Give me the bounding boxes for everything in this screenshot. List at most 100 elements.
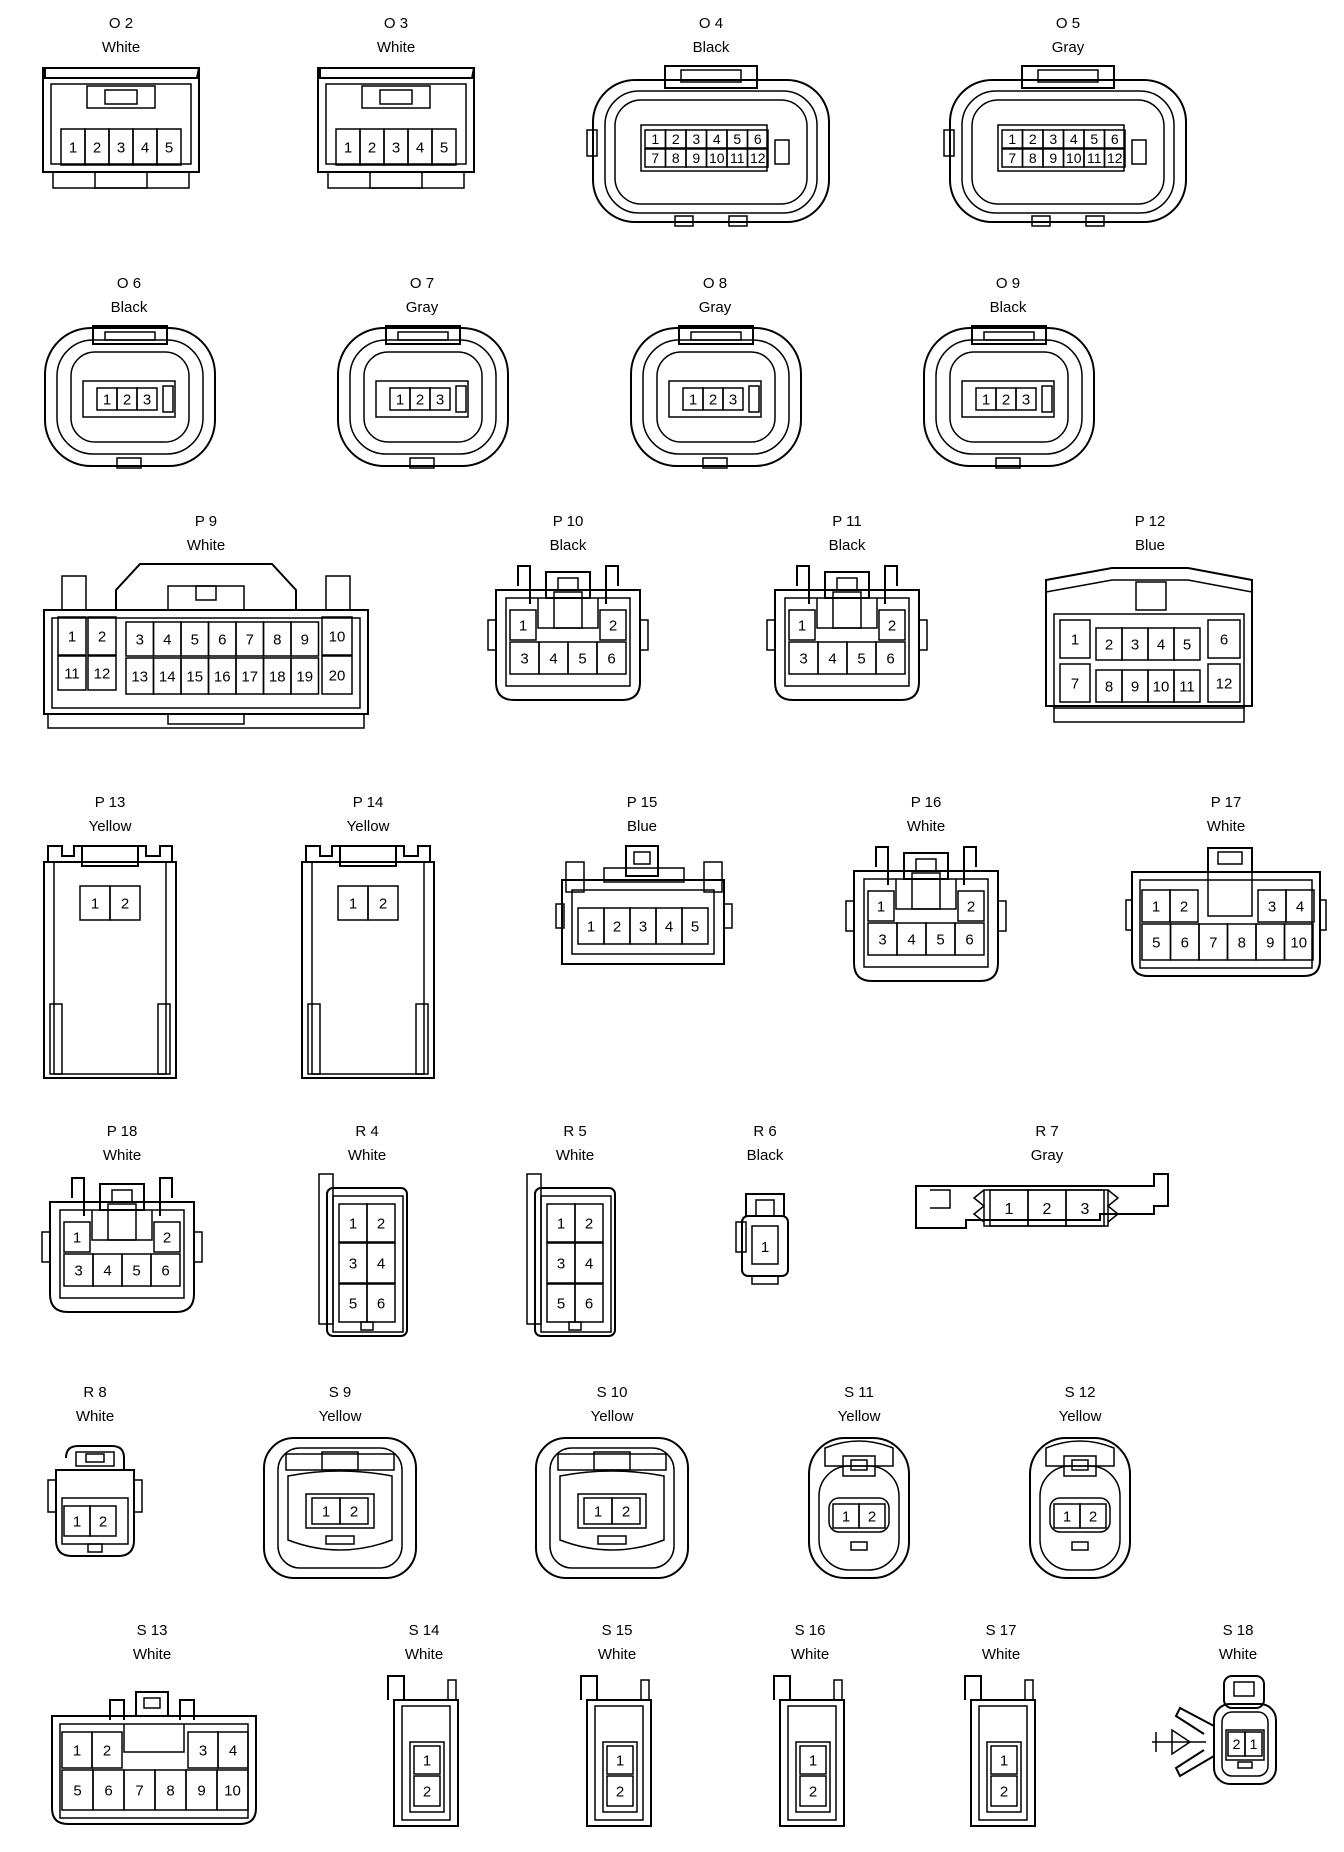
pin-2: 2 xyxy=(616,1783,624,1800)
connector-id: P 17 xyxy=(1211,794,1242,811)
pin-10: 10 xyxy=(1153,678,1170,695)
pin-3: 3 xyxy=(520,650,528,667)
pin-6: 6 xyxy=(1111,131,1119,147)
pin-6: 6 xyxy=(161,1262,169,1279)
pin-14: 14 xyxy=(159,668,176,685)
pin-3: 3 xyxy=(392,139,400,156)
pin-20: 20 xyxy=(329,667,346,684)
pin-1: 1 xyxy=(69,139,77,156)
pin-8: 8 xyxy=(1238,934,1246,951)
pin-4: 4 xyxy=(828,650,836,667)
connector-id: P 18 xyxy=(107,1123,138,1140)
connector-id: S 12 xyxy=(1065,1384,1096,1401)
pin-12: 12 xyxy=(750,150,766,166)
pin-3: 3 xyxy=(1022,391,1030,408)
pin-1: 1 xyxy=(423,1752,431,1769)
pin-9: 9 xyxy=(197,1782,205,1799)
connector-color: Gray xyxy=(1031,1147,1064,1164)
connector-id: S 14 xyxy=(409,1622,440,1639)
pin-8: 8 xyxy=(672,150,680,166)
pin-9: 9 xyxy=(1266,934,1274,951)
pin-5: 5 xyxy=(440,139,448,156)
connector-id: R 8 xyxy=(83,1384,106,1401)
connector-id: R 6 xyxy=(753,1123,776,1140)
pin-1: 1 xyxy=(349,895,357,912)
pin-6: 6 xyxy=(965,931,973,948)
connector-color: Gray xyxy=(406,299,439,316)
pin-6: 6 xyxy=(585,1295,593,1312)
pin-2: 2 xyxy=(622,1503,630,1520)
pin-2: 2 xyxy=(609,617,617,634)
pin-10: 10 xyxy=(1290,934,1307,951)
connector-color: Yellow xyxy=(89,818,132,835)
pin-2: 2 xyxy=(967,898,975,915)
pin-1: 1 xyxy=(842,1508,850,1525)
pin-5: 5 xyxy=(691,918,699,935)
pin-9: 9 xyxy=(692,150,700,166)
pin-9: 9 xyxy=(1131,678,1139,695)
pin-4: 4 xyxy=(549,650,557,667)
pin-5: 5 xyxy=(1090,131,1098,147)
pin-1: 1 xyxy=(587,918,595,935)
connector-id: O 6 xyxy=(117,275,141,292)
pin-2: 2 xyxy=(709,391,717,408)
pin-2: 2 xyxy=(613,918,621,935)
pin-5: 5 xyxy=(73,1782,81,1799)
connector-color: White xyxy=(103,1147,141,1164)
pin-1: 1 xyxy=(1152,898,1160,915)
pin-1: 1 xyxy=(982,391,990,408)
pin-2: 2 xyxy=(672,131,680,147)
pin-19: 19 xyxy=(296,668,313,685)
connector-id: O 5 xyxy=(1056,15,1080,32)
pin-3: 3 xyxy=(799,650,807,667)
pin-4: 4 xyxy=(416,139,424,156)
connector-id: P 12 xyxy=(1135,513,1166,530)
pin-2: 2 xyxy=(121,895,129,912)
pin-2: 2 xyxy=(1043,1201,1052,1218)
connector-color: Gray xyxy=(699,299,732,316)
connector-id: S 11 xyxy=(844,1384,874,1401)
pin-6: 6 xyxy=(754,131,762,147)
pin-8: 8 xyxy=(1029,150,1037,166)
pin-4: 4 xyxy=(1157,636,1165,653)
pin-10: 10 xyxy=(1066,150,1082,166)
pin-1: 1 xyxy=(91,895,99,912)
connector-color: White xyxy=(1219,1646,1257,1663)
pin-8: 8 xyxy=(273,631,281,648)
pin-1: 1 xyxy=(1005,1201,1014,1218)
pin-6: 6 xyxy=(218,631,226,648)
pin-1: 1 xyxy=(651,131,659,147)
pin-1: 1 xyxy=(68,628,76,645)
connector-id: S 16 xyxy=(795,1622,826,1639)
pin-4: 4 xyxy=(377,1255,385,1272)
pin-2: 2 xyxy=(379,895,387,912)
pin-11: 11 xyxy=(1087,150,1102,166)
connector-color: White xyxy=(1207,818,1245,835)
pin-13: 13 xyxy=(131,668,148,685)
pin-3: 3 xyxy=(117,139,125,156)
connector-id: R 5 xyxy=(563,1123,586,1140)
pin-5: 5 xyxy=(165,139,173,156)
pin-7: 7 xyxy=(651,150,659,166)
pin-3: 3 xyxy=(349,1255,357,1272)
pin-2: 2 xyxy=(1000,1783,1008,1800)
connector-id: P 11 xyxy=(832,513,861,530)
connector-color: White xyxy=(907,818,945,835)
pin-2: 2 xyxy=(368,139,376,156)
pin-6: 6 xyxy=(1181,934,1189,951)
pin-11: 11 xyxy=(64,665,80,682)
pin-1: 1 xyxy=(1071,631,1079,648)
pin-2: 2 xyxy=(585,1215,593,1232)
pin-1: 1 xyxy=(322,1503,330,1520)
pin-7: 7 xyxy=(135,1782,143,1799)
